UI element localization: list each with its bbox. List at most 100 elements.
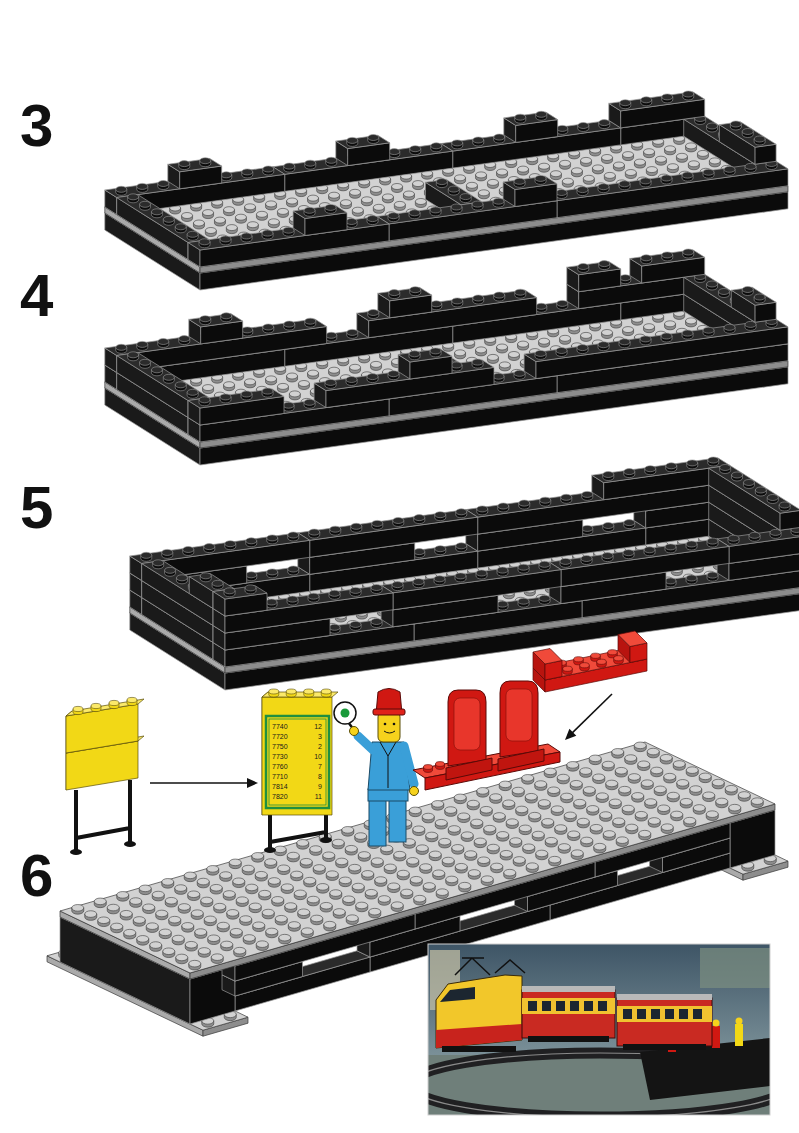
stud-top: [388, 371, 399, 377]
brick: [188, 216, 389, 267]
brick: [504, 111, 558, 142]
stud-top: [613, 162, 624, 168]
stud-top: [641, 97, 652, 103]
stud-top: [602, 330, 613, 336]
stud-top: [448, 186, 459, 192]
stud-top: [476, 172, 487, 178]
stud-top: [263, 324, 274, 330]
stud-top: [583, 175, 594, 181]
stud-top: [620, 100, 631, 106]
stud-top: [686, 143, 697, 149]
brick: [188, 388, 284, 425]
brick: [168, 158, 222, 189]
stud-top: [745, 321, 756, 327]
stud-top: [602, 155, 613, 161]
stud-top: [151, 209, 162, 215]
stud-top: [205, 228, 216, 234]
brick: [524, 319, 788, 379]
brick-top: [293, 205, 347, 218]
stud-top: [410, 287, 421, 293]
stud-top: [452, 298, 463, 304]
stud-top: [581, 157, 592, 163]
stud-top: [268, 219, 279, 225]
stud-top: [242, 327, 253, 333]
stud-top: [493, 198, 504, 204]
stud-top: [368, 310, 379, 316]
stud-top: [676, 153, 687, 159]
stud-top: [697, 150, 708, 156]
stud-top: [515, 289, 526, 295]
stud-top: [494, 292, 505, 298]
stud-top: [283, 227, 294, 233]
stud-top: [592, 165, 603, 171]
stud-top: [308, 195, 319, 201]
stud-top: [662, 94, 673, 100]
brick: [398, 348, 452, 379]
stud-top: [556, 190, 567, 196]
stud-top: [305, 318, 316, 324]
stud-top: [508, 352, 519, 358]
stud-top: [536, 111, 547, 117]
brick-top: [719, 122, 776, 147]
stud-top: [550, 171, 561, 177]
stud-top: [371, 361, 382, 367]
brick: [130, 532, 799, 690]
brick-front: [389, 201, 557, 241]
stud-top: [518, 166, 529, 172]
stud-top: [641, 255, 652, 261]
stud-top: [347, 137, 358, 143]
stud-top: [619, 339, 630, 345]
step-3-assembly: [105, 91, 788, 290]
stud-top: [245, 379, 256, 385]
stud-top: [742, 287, 753, 293]
brick-top: [684, 274, 776, 322]
stud-top: [472, 359, 483, 365]
stud-top: [431, 301, 442, 307]
stud-top: [241, 391, 252, 397]
stud-top: [346, 377, 357, 383]
brick-top: [117, 195, 209, 243]
stud-top: [304, 207, 315, 213]
stud-top: [245, 204, 256, 210]
stud-top: [560, 335, 571, 341]
stud-top: [644, 149, 655, 155]
brick-top: [398, 349, 452, 362]
stud-top: [382, 194, 393, 200]
brick-front: [755, 302, 776, 322]
brick: [719, 121, 776, 164]
stud-top: [497, 169, 508, 175]
stud-top: [667, 164, 678, 170]
stud-top: [724, 166, 735, 172]
stud-top: [175, 382, 186, 388]
brick-top: [273, 144, 453, 175]
stud-top: [709, 158, 720, 164]
brick-top: [425, 179, 482, 204]
stud-top: [707, 123, 718, 129]
stud-top: [754, 294, 765, 300]
stud-top: [452, 140, 463, 146]
stud-top: [179, 161, 190, 167]
stud-top: [682, 172, 693, 178]
stud-top: [394, 201, 405, 207]
stud-top: [350, 189, 361, 195]
stud-top: [604, 172, 615, 178]
brick-top: [105, 126, 788, 267]
stud-top: [200, 158, 211, 164]
stud-top: [515, 114, 526, 120]
stud-top: [476, 347, 487, 353]
stud-top: [203, 210, 214, 216]
stud-top: [283, 402, 294, 408]
stud-top: [535, 350, 546, 356]
stud-top: [158, 339, 169, 345]
stud-top: [329, 367, 340, 373]
stud-top: [703, 327, 714, 333]
brick: [441, 120, 621, 169]
stud-top: [350, 364, 361, 370]
stud-top: [413, 181, 424, 187]
stud-top: [518, 341, 529, 347]
brick-top: [105, 167, 285, 198]
stud-top: [226, 225, 237, 231]
stud-top: [478, 190, 489, 196]
